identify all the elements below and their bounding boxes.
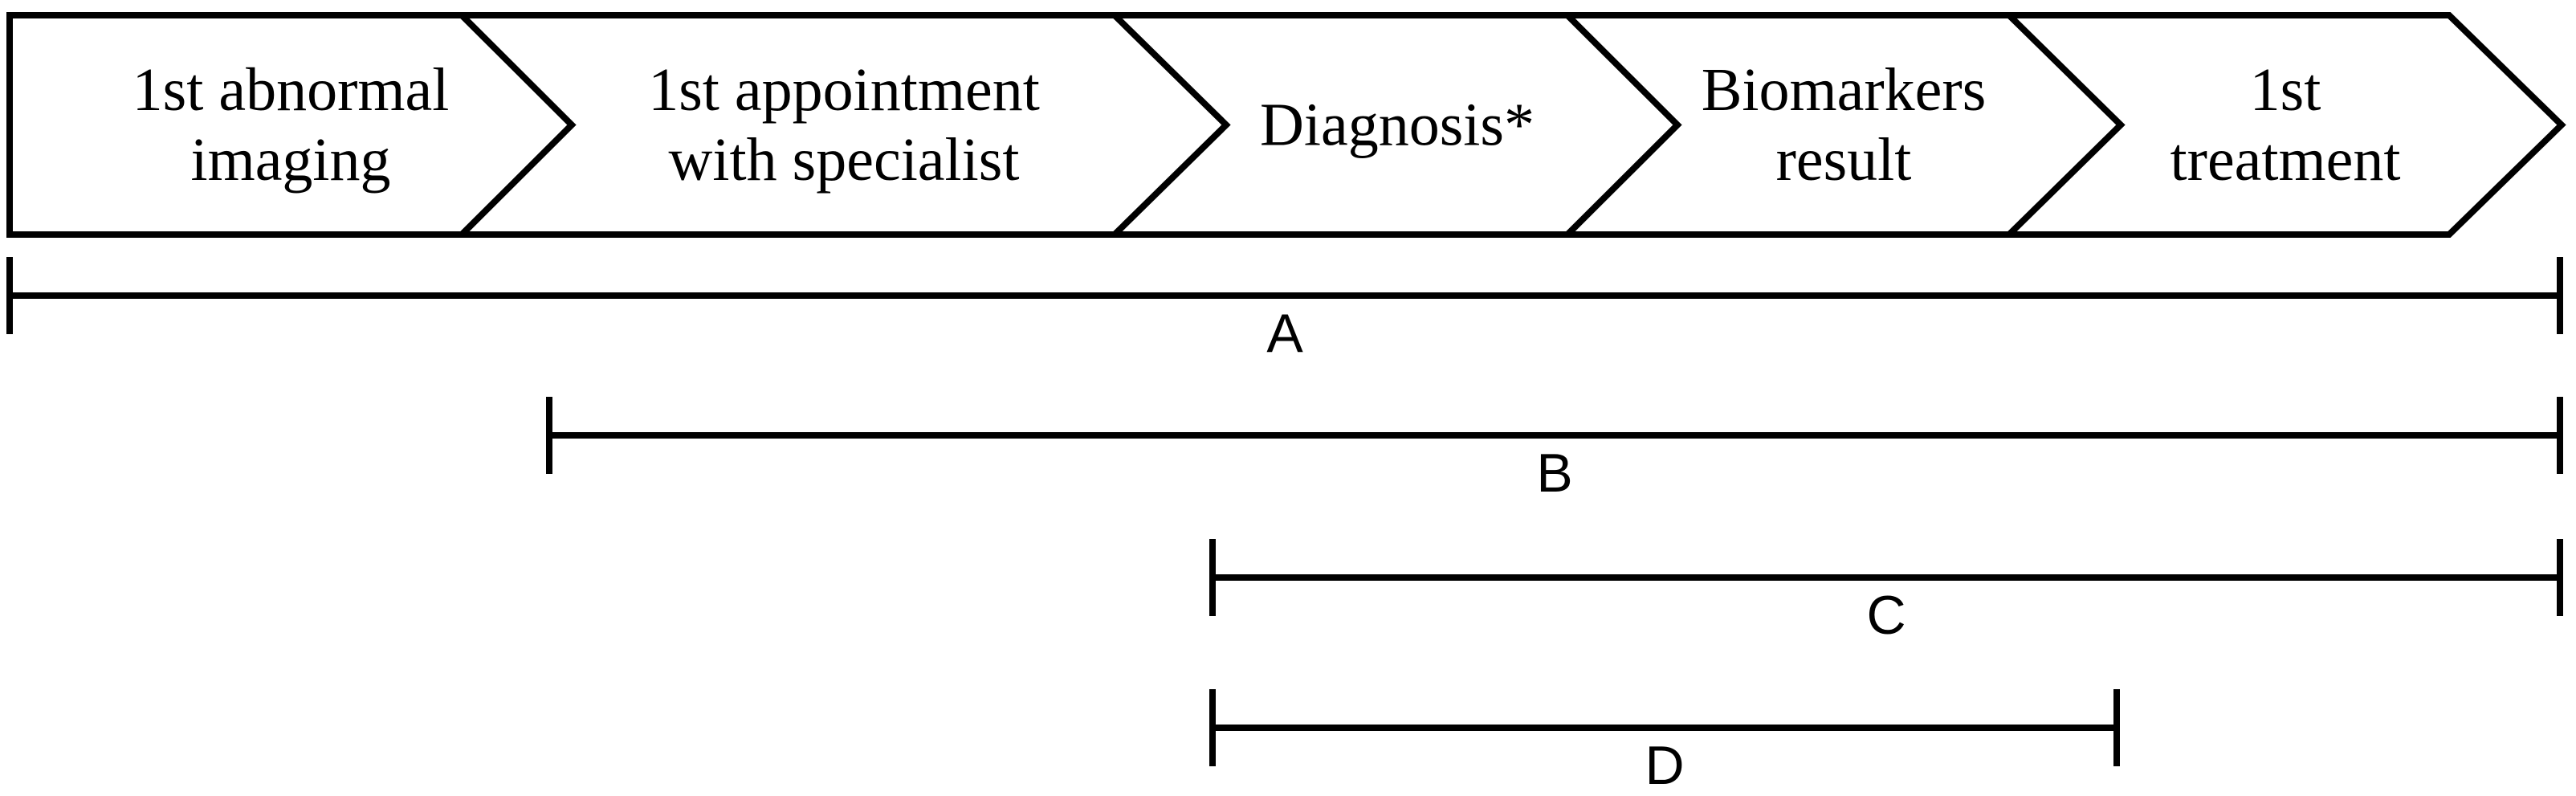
interval-a-bar: A (6, 257, 2563, 361)
chevron-separator-2 (1112, 13, 1231, 237)
interval-b-bar: B (546, 397, 2563, 501)
stage-biomarkers-result: Biomarkers result (1701, 56, 1987, 194)
interval-c-label: C (1866, 585, 1906, 646)
stage-first-treatment: 1st treatment (2170, 56, 2401, 194)
interval-a-line (6, 292, 2563, 299)
interval-c-bar: C (1209, 539, 2563, 643)
interval-b-line (546, 432, 2563, 439)
chevron-separator-3 (1565, 13, 1682, 237)
stage-diagnosis: Diagnosis* (1260, 91, 1535, 159)
interval-a-label: A (1266, 303, 1303, 364)
interval-d-label: D (1645, 735, 1685, 796)
stage-first-abnormal-imaging: 1st abnormal imaging (132, 56, 450, 194)
interval-c-right-tick (2557, 539, 2563, 616)
chevron-separator-4 (2007, 13, 2126, 237)
process-arrow-banner (6, 12, 2566, 238)
interval-d-line (1209, 725, 2120, 731)
interval-a-right-tick (2557, 257, 2563, 334)
banner-outline (6, 12, 2566, 238)
chevron-separator-1 (459, 13, 577, 237)
stage-first-appointment-with-specialist: 1st appointment with specialist (648, 56, 1040, 194)
interval-c-line (1209, 574, 2563, 581)
interval-b-right-tick (2557, 397, 2563, 474)
interval-b-label: B (1536, 443, 1573, 504)
interval-d-right-tick (2113, 689, 2120, 766)
interval-d-bar: D (1209, 689, 2120, 794)
